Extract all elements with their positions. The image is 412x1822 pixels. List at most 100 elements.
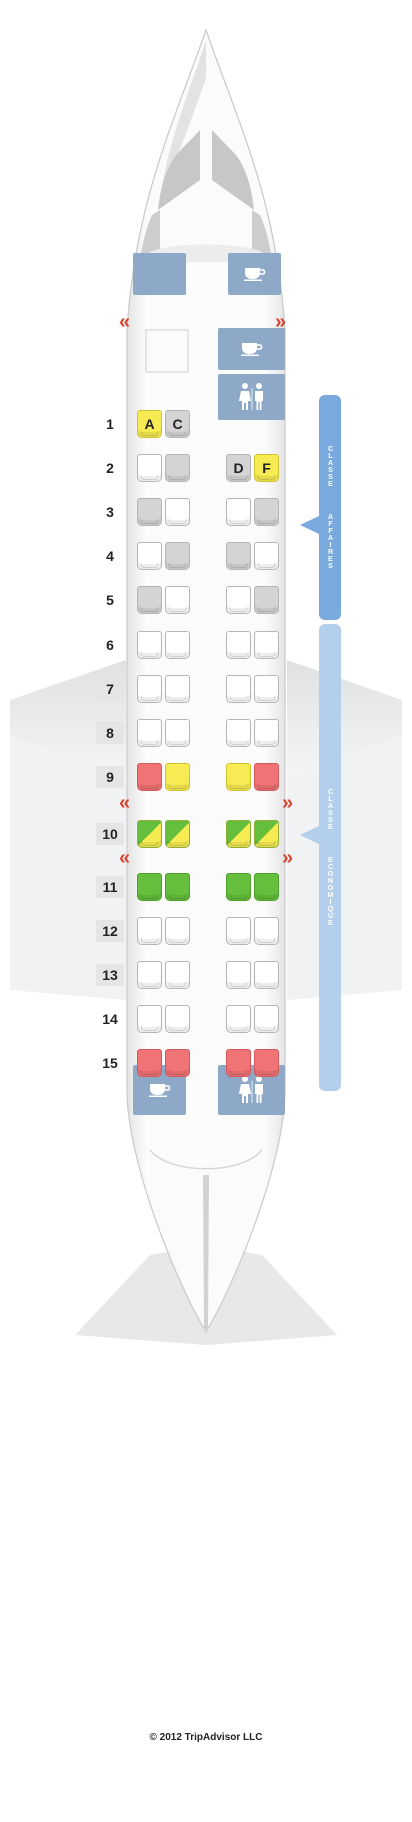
seat-1-left-0[interactable]: A: [137, 410, 162, 438]
row-number: 11: [96, 876, 124, 898]
seat-15-left-1[interactable]: [165, 1049, 190, 1077]
seat-12-left-0[interactable]: [137, 917, 162, 945]
class-word: ECONOMIQUE: [327, 856, 334, 927]
row-number: 6: [106, 637, 114, 653]
seat-5-left-1[interactable]: [165, 586, 190, 614]
class-word: CLASSE: [327, 445, 334, 488]
cockpit-window-far-right: [252, 210, 272, 262]
restroom-icon: [237, 1075, 267, 1105]
seat-7-left-0[interactable]: [137, 675, 162, 703]
row-number: 2: [106, 460, 114, 476]
seat-14-right-1[interactable]: [254, 1005, 279, 1033]
seat-10-left-0[interactable]: [137, 820, 162, 848]
row-number: 12: [96, 920, 124, 942]
seat-6-right-1[interactable]: [254, 631, 279, 659]
seat-3-left-1[interactable]: [165, 498, 190, 526]
left-stabilizer: [75, 1245, 206, 1345]
seat-6-right-0[interactable]: [226, 631, 251, 659]
row-number: 7: [96, 678, 124, 700]
seat-8-right-0[interactable]: [226, 719, 251, 747]
lavatory-front: [218, 374, 285, 420]
row-number: 1: [106, 416, 114, 432]
copyright-notice: © 2012 TripAdvisor LLC: [149, 1732, 263, 1743]
seat-15-right-0[interactable]: [226, 1049, 251, 1077]
class-band-affaires: CLASSE AFFAIRES: [319, 395, 341, 620]
exit-arrow-row11-left: «: [119, 847, 131, 869]
seat-letter: D: [233, 460, 244, 476]
seat-2-left-0[interactable]: [137, 454, 162, 482]
seat-13-right-0[interactable]: [226, 961, 251, 989]
seat-7-right-1[interactable]: [254, 675, 279, 703]
exit-arrow-front-left: «: [119, 311, 131, 333]
row-number: 4: [106, 548, 114, 564]
row-number: 8: [96, 722, 124, 744]
class-word: AFFAIRES: [327, 513, 334, 570]
seat-10-left-1[interactable]: [165, 820, 190, 848]
seat-3-right-0[interactable]: [226, 498, 251, 526]
row-number: 15: [102, 1055, 118, 1071]
seat-1-left-1[interactable]: C: [165, 410, 190, 438]
seat-letter: A: [144, 416, 155, 432]
seat-14-left-0[interactable]: [137, 1005, 162, 1033]
seat-15-right-1[interactable]: [254, 1049, 279, 1077]
seat-8-right-1[interactable]: [254, 719, 279, 747]
galley-front-left: [133, 253, 186, 295]
seat-14-right-0[interactable]: [226, 1005, 251, 1033]
seat-5-right-0[interactable]: [226, 586, 251, 614]
seat-2-right-1[interactable]: F: [254, 454, 279, 482]
seat-13-left-1[interactable]: [165, 961, 190, 989]
seat-13-left-0[interactable]: [137, 961, 162, 989]
seat-8-left-0[interactable]: [137, 719, 162, 747]
seat-2-right-0[interactable]: D: [226, 454, 251, 482]
storage-area: [145, 329, 189, 373]
seat-3-left-0[interactable]: [137, 498, 162, 526]
seat-12-right-1[interactable]: [254, 917, 279, 945]
seat-11-left-1[interactable]: [165, 873, 190, 901]
seat-3-right-1[interactable]: [254, 498, 279, 526]
seat-6-left-1[interactable]: [165, 631, 190, 659]
seat-5-left-0[interactable]: [137, 586, 162, 614]
seat-7-left-1[interactable]: [165, 675, 190, 703]
seat-4-right-1[interactable]: [254, 542, 279, 570]
right-wing-lower: [287, 735, 402, 1000]
cockpit-window-left: [158, 130, 200, 210]
seat-8-left-1[interactable]: [165, 719, 190, 747]
seat-4-left-1[interactable]: [165, 542, 190, 570]
seat-4-right-0[interactable]: [226, 542, 251, 570]
seat-12-left-1[interactable]: [165, 917, 190, 945]
seat-10-right-0[interactable]: [226, 820, 251, 848]
seat-11-left-0[interactable]: [137, 873, 162, 901]
row-number: 13: [96, 964, 124, 986]
seat-13-right-1[interactable]: [254, 961, 279, 989]
seat-11-right-1[interactable]: [254, 873, 279, 901]
seat-14-left-1[interactable]: [165, 1005, 190, 1033]
seat-9-right-1[interactable]: [254, 763, 279, 791]
seat-2-left-1[interactable]: [165, 454, 190, 482]
right-wing: [287, 660, 402, 780]
exit-arrow-row10-right: »: [282, 792, 294, 814]
galley-front-right: [228, 253, 281, 295]
seat-9-left-1[interactable]: [165, 763, 190, 791]
seat-9-right-0[interactable]: [226, 763, 251, 791]
seat-5-right-1[interactable]: [254, 586, 279, 614]
seat-letter: C: [172, 416, 183, 432]
seat-11-right-0[interactable]: [226, 873, 251, 901]
seat-12-right-0[interactable]: [226, 917, 251, 945]
seat-15-left-0[interactable]: [137, 1049, 162, 1077]
coffee-cup-icon: [148, 1083, 171, 1097]
seat-6-left-0[interactable]: [137, 631, 162, 659]
row-number: 5: [106, 592, 114, 608]
seat-7-right-0[interactable]: [226, 675, 251, 703]
seat-4-left-0[interactable]: [137, 542, 162, 570]
row-number: 10: [96, 823, 124, 845]
seat-10-right-1[interactable]: [254, 820, 279, 848]
row-number: 14: [102, 1011, 118, 1027]
seat-letter: F: [262, 460, 271, 476]
cockpit-window-far-left: [140, 210, 160, 262]
exit-arrow-row10-left: «: [119, 792, 131, 814]
row-number: 9: [96, 766, 124, 788]
row-number: 3: [106, 504, 114, 520]
seat-9-left-0[interactable]: [137, 763, 162, 791]
restroom-icon: [237, 382, 267, 412]
